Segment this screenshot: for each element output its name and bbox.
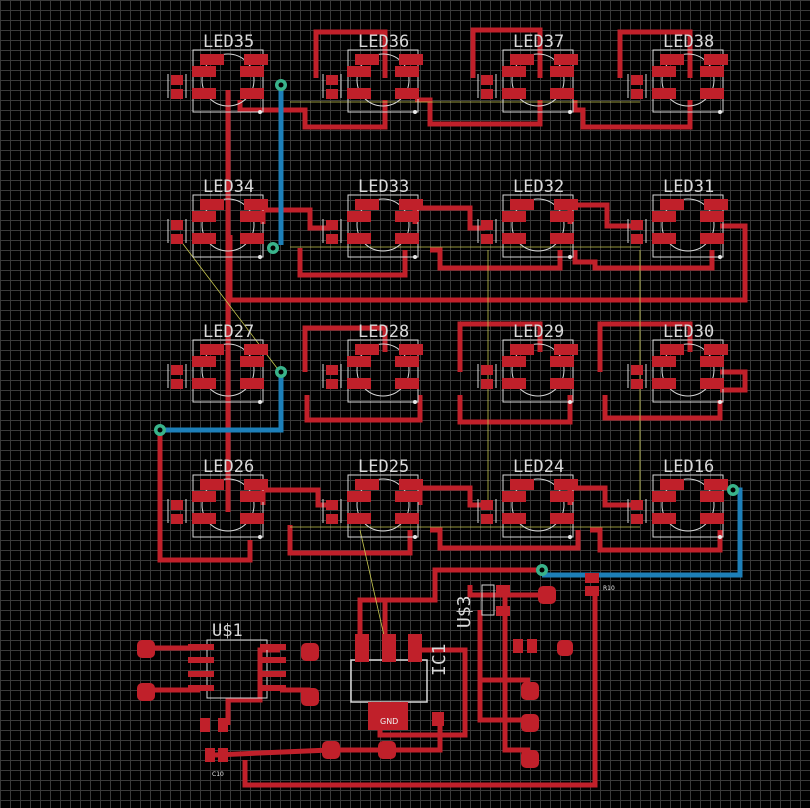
led-label: LED33: [358, 177, 409, 197]
trace-us3-pad: [467, 585, 545, 598]
led-label: LED29: [513, 322, 564, 342]
trace-led35-36b: [237, 100, 388, 130]
vias: [154, 79, 739, 576]
trace-led36-37b: [415, 97, 543, 127]
via-6[interactable]: [536, 564, 548, 576]
usb-label: U$1: [212, 621, 243, 641]
led-label: LED26: [203, 457, 254, 477]
trace-led27-28b: [304, 395, 423, 423]
led-footprint-led31[interactable]: LED31: [627, 177, 728, 259]
c10-label: C10: [212, 771, 224, 778]
led-label: LED28: [358, 322, 409, 342]
led-footprint-led16[interactable]: LED16: [627, 457, 728, 539]
led-label: LED36: [358, 32, 409, 52]
trace-led33-32b: [430, 247, 563, 271]
trace-led30-edge: [720, 369, 748, 393]
led-footprint-led33[interactable]: LED33: [322, 177, 423, 259]
trace-led37-38: [617, 29, 693, 78]
via-4[interactable]: [154, 424, 166, 436]
led-footprint-led34[interactable]: LED34: [167, 177, 268, 259]
usb-footprint[interactable]: U$1: [137, 621, 319, 706]
trace-led28-29b: [457, 395, 573, 425]
led-label: LED16: [663, 457, 714, 477]
blue-trace-left: [160, 372, 284, 433]
led-footprint-led25[interactable]: LED25: [322, 457, 423, 539]
led-label: LED30: [663, 322, 714, 342]
led-footprint-led36[interactable]: LED36: [322, 32, 423, 114]
led-label: LED32: [513, 177, 564, 197]
trace-led34-33: [260, 207, 330, 231]
trace-left-loop: [157, 430, 253, 563]
led-label: LED25: [358, 457, 409, 477]
led-label: LED37: [513, 32, 564, 52]
trace-led33-32: [412, 205, 485, 231]
trace-led26-25b: [287, 525, 413, 556]
led-footprint-led29[interactable]: LED29: [477, 322, 578, 404]
led-footprint-led38[interactable]: LED38: [627, 32, 728, 114]
trace-led35-36: [313, 29, 388, 78]
via-5[interactable]: [727, 484, 739, 496]
trace-led28-29: [457, 321, 543, 372]
led-footprint-led27[interactable]: LED27: [167, 322, 268, 404]
trace-c10: [214, 747, 331, 758]
led-label: LED35: [203, 32, 254, 52]
trace-us3-pad3: [477, 680, 530, 723]
led-label: LED27: [203, 322, 254, 342]
via-1[interactable]: [275, 79, 287, 91]
regulator-ic1[interactable]: GND IC1: [350, 634, 450, 730]
us3-label: U$3: [454, 595, 475, 628]
led-label: LED34: [203, 177, 254, 197]
led-label: LED31: [663, 177, 714, 197]
led-label: LED38: [663, 32, 714, 52]
led-footprint-led30[interactable]: LED30: [627, 322, 728, 404]
via-3[interactable]: [275, 366, 287, 378]
trace-led25-24b: [430, 527, 581, 551]
trace-led26-25: [260, 487, 330, 508]
trace-led34-33b: [297, 248, 408, 278]
led-footprint-led35[interactable]: LED35: [167, 32, 268, 114]
trace-bottom-bus: [242, 590, 598, 788]
us3-part[interactable]: U$3: [454, 584, 556, 628]
ic1-label: IC1: [429, 643, 450, 676]
led-footprint-led37[interactable]: LED37: [477, 32, 578, 114]
misc-pads: [200, 573, 599, 768]
led-footprint-led24[interactable]: LED24: [477, 457, 578, 539]
trace-led24-16: [567, 485, 635, 508]
trace-led24-16b: [590, 527, 723, 553]
led-footprint-led28[interactable]: LED28: [322, 322, 423, 404]
trace-led25-24: [417, 485, 485, 508]
trace-led29-30b: [602, 395, 723, 421]
trace-led37-38b: [572, 100, 693, 130]
trace-led29-30: [597, 321, 693, 372]
trace-c-reg: [330, 718, 443, 753]
trace-led32-31b: [572, 250, 715, 271]
led-label: LED24: [513, 457, 564, 477]
trace-us3-reg: [357, 570, 438, 650]
trace-led32-31: [567, 202, 635, 229]
gnd-label: GND: [380, 717, 398, 726]
r10-label: R10: [603, 585, 615, 592]
led-footprint-led32[interactable]: LED32: [477, 177, 578, 259]
trace-to-us3: [432, 567, 540, 580]
led-footprint-led26[interactable]: LED26: [167, 457, 268, 539]
trace-us3-down: [502, 595, 530, 753]
via-2[interactable]: [267, 242, 279, 254]
